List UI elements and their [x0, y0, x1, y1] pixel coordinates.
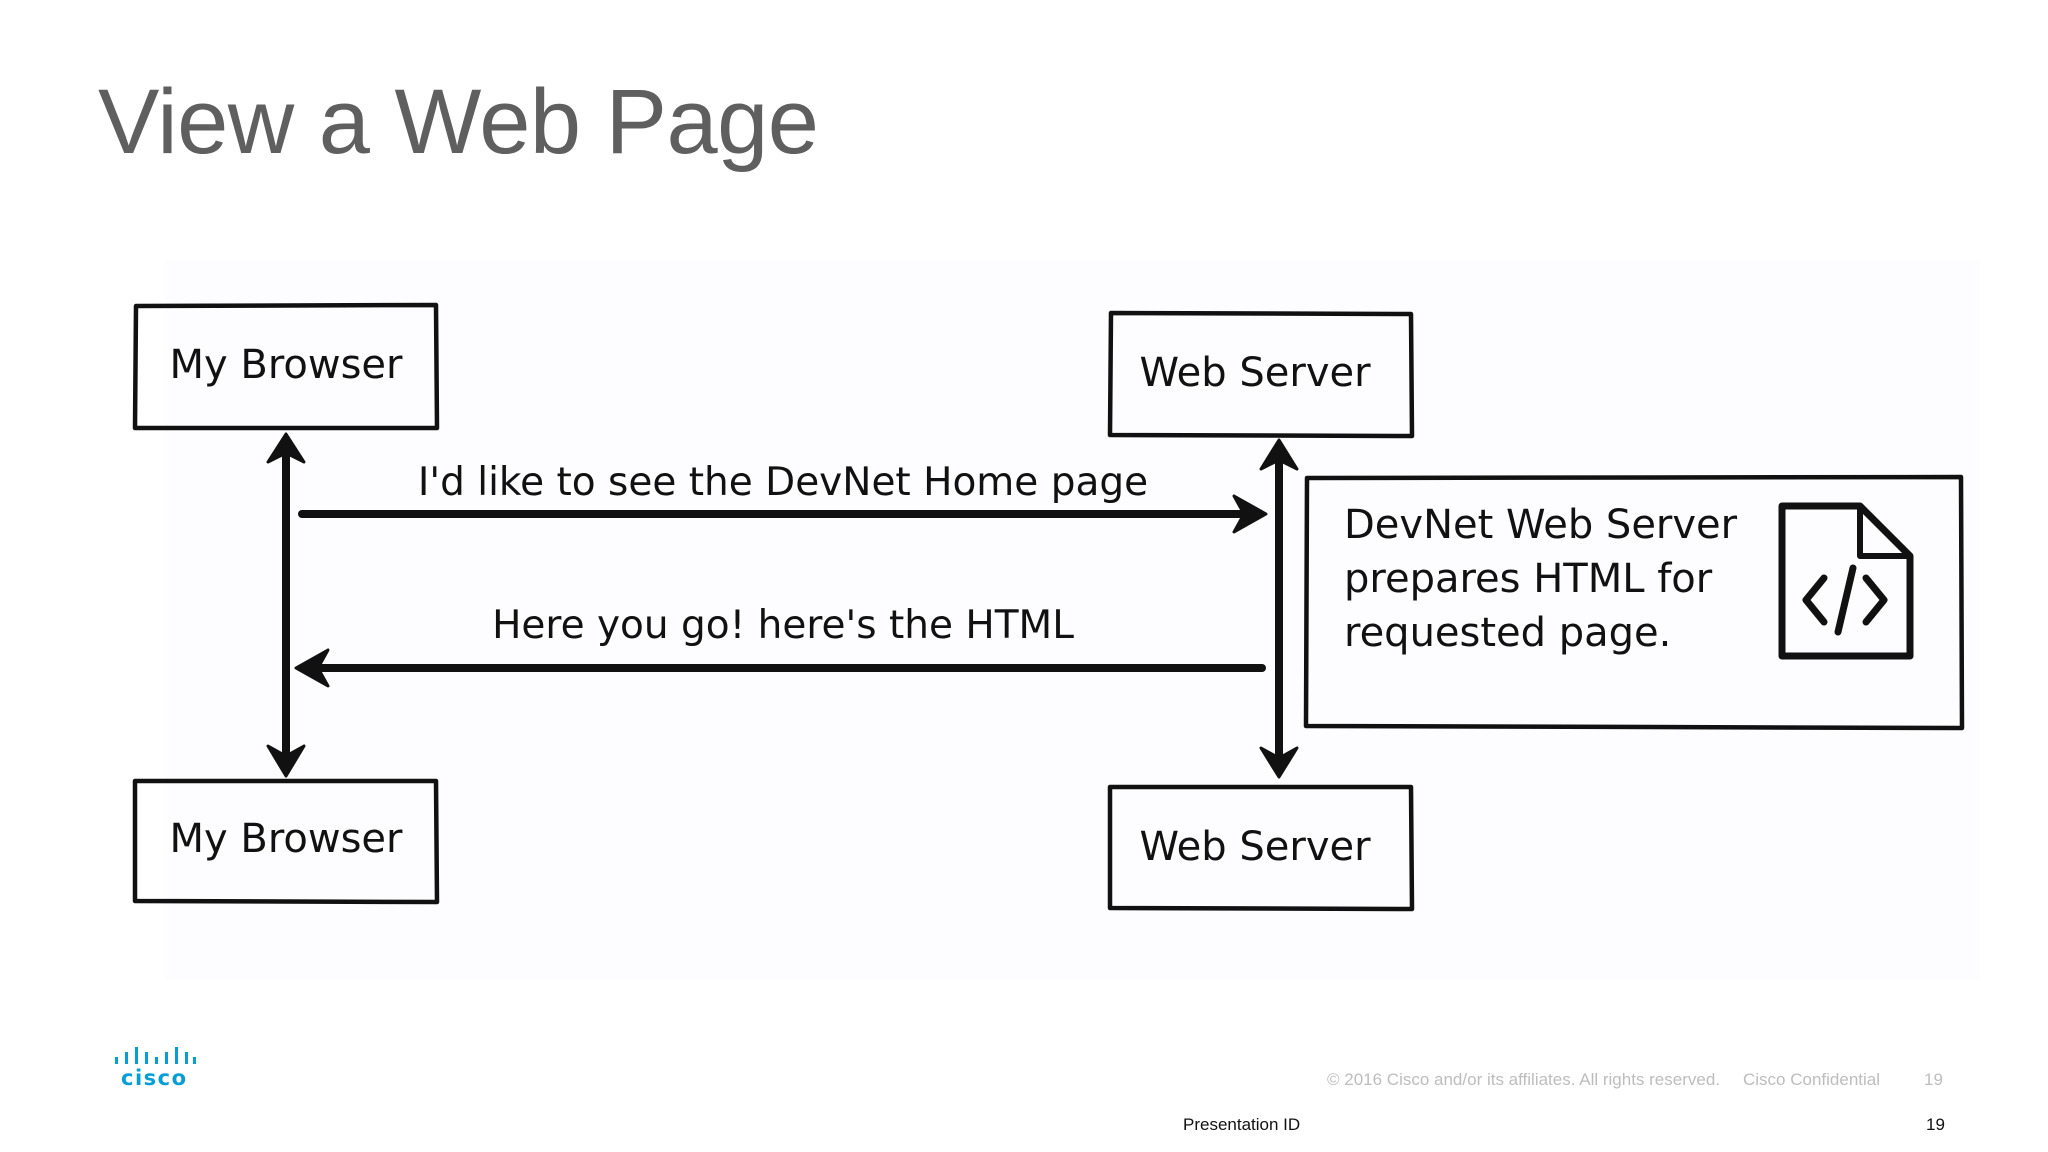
footer-page-number: 19: [1926, 1115, 1945, 1134]
node-label: My Browser: [170, 342, 404, 388]
arrowhead-up: [1259, 438, 1299, 471]
message-request: I'd like to see the DevNet Home page: [298, 460, 1268, 534]
node-my-browser-bottom: My Browser: [132, 778, 440, 905]
browser-lifeline: [266, 432, 306, 778]
arrowhead-right: [1232, 494, 1268, 534]
footer-page-number-grey: 19: [1924, 1070, 1943, 1089]
presentation-id: Presentation ID: [1183, 1115, 1301, 1134]
server-lifeline: [1259, 438, 1299, 779]
note-line-2: prepares HTML for: [1344, 556, 1713, 602]
arrowhead-up: [266, 432, 306, 464]
cisco-logo-text: cisco: [121, 1066, 188, 1090]
arrowhead-down: [266, 744, 306, 778]
cisco-logo: cisco: [113, 1044, 197, 1090]
note-line-3: requested page.: [1344, 610, 1671, 656]
footer-confidential: Cisco Confidential: [1743, 1070, 1881, 1089]
slide-title: View a Web Page: [98, 71, 819, 173]
note-line-1: DevNet Web Server: [1344, 502, 1738, 548]
cisco-bars-icon: [115, 1047, 196, 1064]
node-my-browser-top: My Browser: [132, 302, 440, 431]
node-label: My Browser: [170, 816, 404, 862]
node-web-server-bottom: Web Server: [1107, 784, 1415, 912]
message-request-label: I'd like to see the DevNet Home page: [418, 460, 1148, 505]
arrowhead-down: [1259, 746, 1299, 779]
node-label: Web Server: [1139, 824, 1371, 870]
message-response-label: Here you go! here's the HTML: [492, 603, 1074, 648]
node-label: Web Server: [1139, 350, 1371, 396]
diagram-background: [165, 260, 1980, 980]
arrowhead-left: [294, 648, 330, 688]
server-note: DevNet Web Server prepares HTML for requ…: [1303, 474, 1965, 731]
message-response: Here you go! here's the HTML: [294, 603, 1266, 688]
html-file-code-icon: [1778, 502, 1914, 660]
footer-copyright: © 2016 Cisco and/or its affiliates. All …: [1327, 1070, 1721, 1089]
node-web-server-top: Web Server: [1107, 310, 1415, 439]
